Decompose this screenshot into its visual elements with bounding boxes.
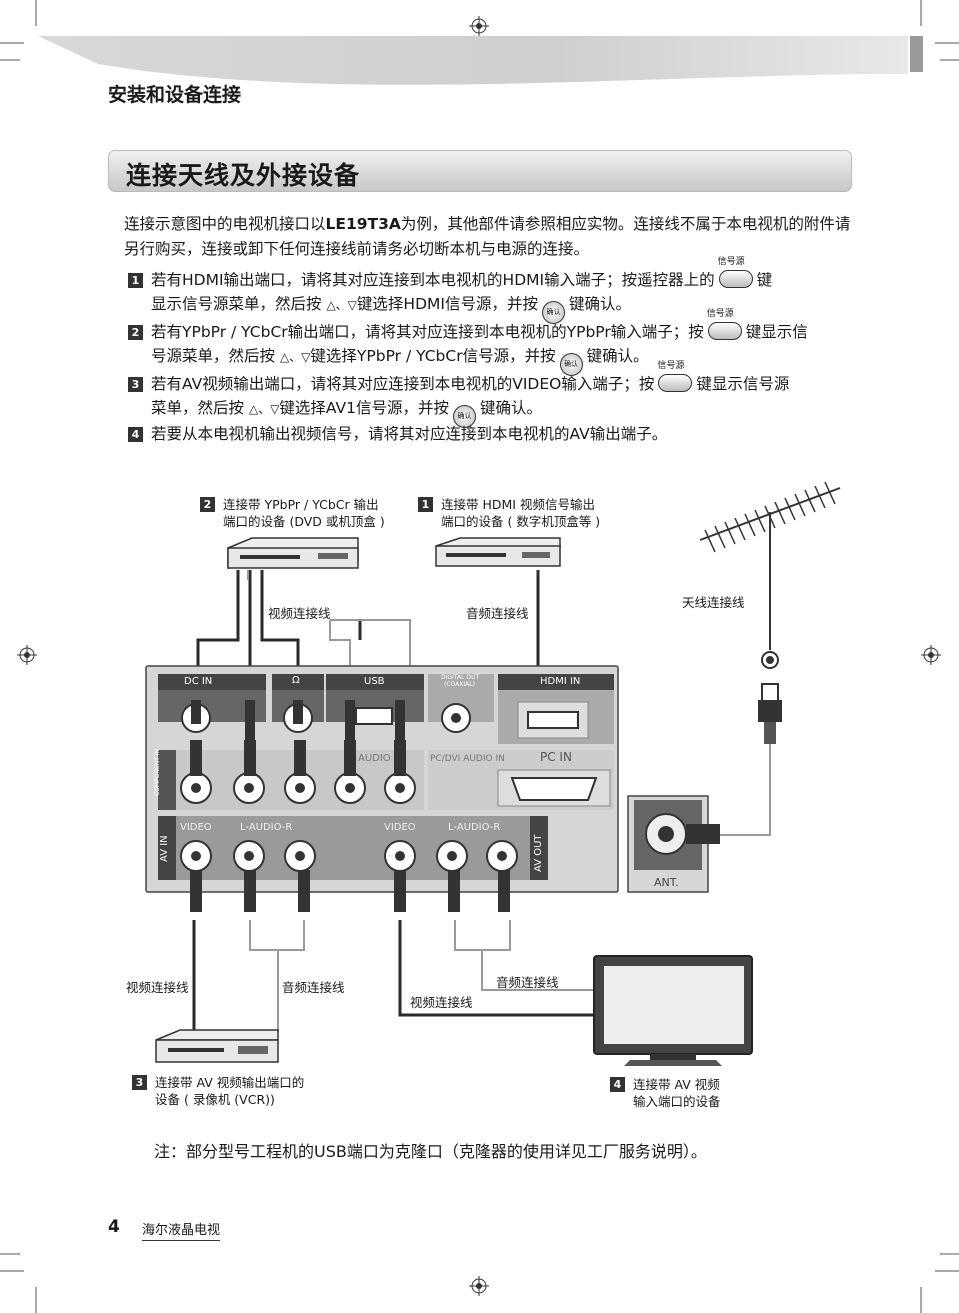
port-label-ant: ANT. xyxy=(654,876,679,889)
ok-button-icon: 确认 xyxy=(453,405,476,428)
rca-plugs xyxy=(190,700,510,912)
source-button-icon: 信号源 xyxy=(657,361,693,392)
title-bar xyxy=(108,150,852,192)
up-down-arrow-icon: △、▽ xyxy=(279,350,311,364)
port-label-component: COMPONENT IN xyxy=(154,748,161,796)
antenna-icon xyxy=(699,481,841,669)
port-label-av-in: AV IN xyxy=(159,835,170,862)
source-button-icon: 信号源 xyxy=(718,257,753,288)
ok-button-icon: 确认 xyxy=(541,301,565,324)
vga-port-icon xyxy=(510,777,598,801)
brand-name: 海尔液晶电视 xyxy=(142,1219,221,1241)
cable-label: 音频连接线 xyxy=(466,606,529,621)
port-label-video-in: VIDEO xyxy=(180,822,212,833)
monitor-icon xyxy=(593,955,753,1066)
port-label-dc-in: DC IN xyxy=(184,676,213,687)
port-label-audio-out-lr: L-AUDIO-R xyxy=(448,822,501,833)
cable-label: 视频连接线 xyxy=(410,995,473,1010)
cable-label: 视频连接线 xyxy=(126,980,189,995)
usb-port-icon xyxy=(355,707,393,725)
dvd-player-icon xyxy=(227,537,359,569)
vcr-icon xyxy=(155,1029,279,1063)
set-top-box-icon xyxy=(435,537,561,567)
section-header: 安装和设备连接 xyxy=(108,84,242,106)
port-label-video-out: VIDEO xyxy=(384,822,416,833)
source-button-icon: 信号源 xyxy=(707,309,742,340)
up-down-arrow-icon: △、▽ xyxy=(326,298,357,312)
port-label-hdmi-in: HDMI IN xyxy=(540,676,581,687)
ant-port-panel xyxy=(627,795,720,893)
cable-label: 音频连接线 xyxy=(282,980,345,995)
ok-button-icon: 确认 xyxy=(559,353,583,376)
antenna-plug-icon xyxy=(758,683,782,744)
port-label-pc-dvi-audio: PC/DVI AUDIO IN xyxy=(430,754,505,764)
connection-diagram xyxy=(145,481,841,1066)
registration-mark-icon xyxy=(17,16,941,1296)
cable-label: 天线连接线 xyxy=(682,595,745,610)
page-number: 4 xyxy=(108,1217,120,1237)
intro-paragraph: 连接示意图中的电视机接口以LE19T3A为例，其他部件请参照相应实物。连接线不属… xyxy=(124,215,851,258)
cable-label: 视频连接线 xyxy=(268,606,331,621)
header-band xyxy=(38,36,923,85)
port-label-digital-out: DIGITAL OUT xyxy=(441,674,480,681)
cable-label: 音频连接线 xyxy=(496,975,559,990)
port-label-coaxial: (COAXIAL) xyxy=(444,681,475,688)
port-label-audio-in-lr: L-AUDIO-R xyxy=(240,822,293,833)
hdmi-port-icon xyxy=(527,711,579,729)
tv-back-panel xyxy=(145,665,619,893)
port-label-audio: AUDIO xyxy=(358,753,391,764)
footnote: 注：部分型号工程机的USB端口为克隆口（克隆器的使用详见工厂服务说明）。 xyxy=(154,1142,707,1161)
up-down-arrow-icon: △、▽ xyxy=(248,402,280,416)
model-number: LE19T3A xyxy=(325,215,401,233)
port-label-usb: USB xyxy=(364,676,385,687)
port-label-pc-in: PC IN xyxy=(540,750,572,764)
headphone-icon: Ω xyxy=(292,675,300,686)
port-label-av-out: AV OUT xyxy=(533,834,544,872)
page-title: 连接天线及外接设备 xyxy=(126,161,361,190)
